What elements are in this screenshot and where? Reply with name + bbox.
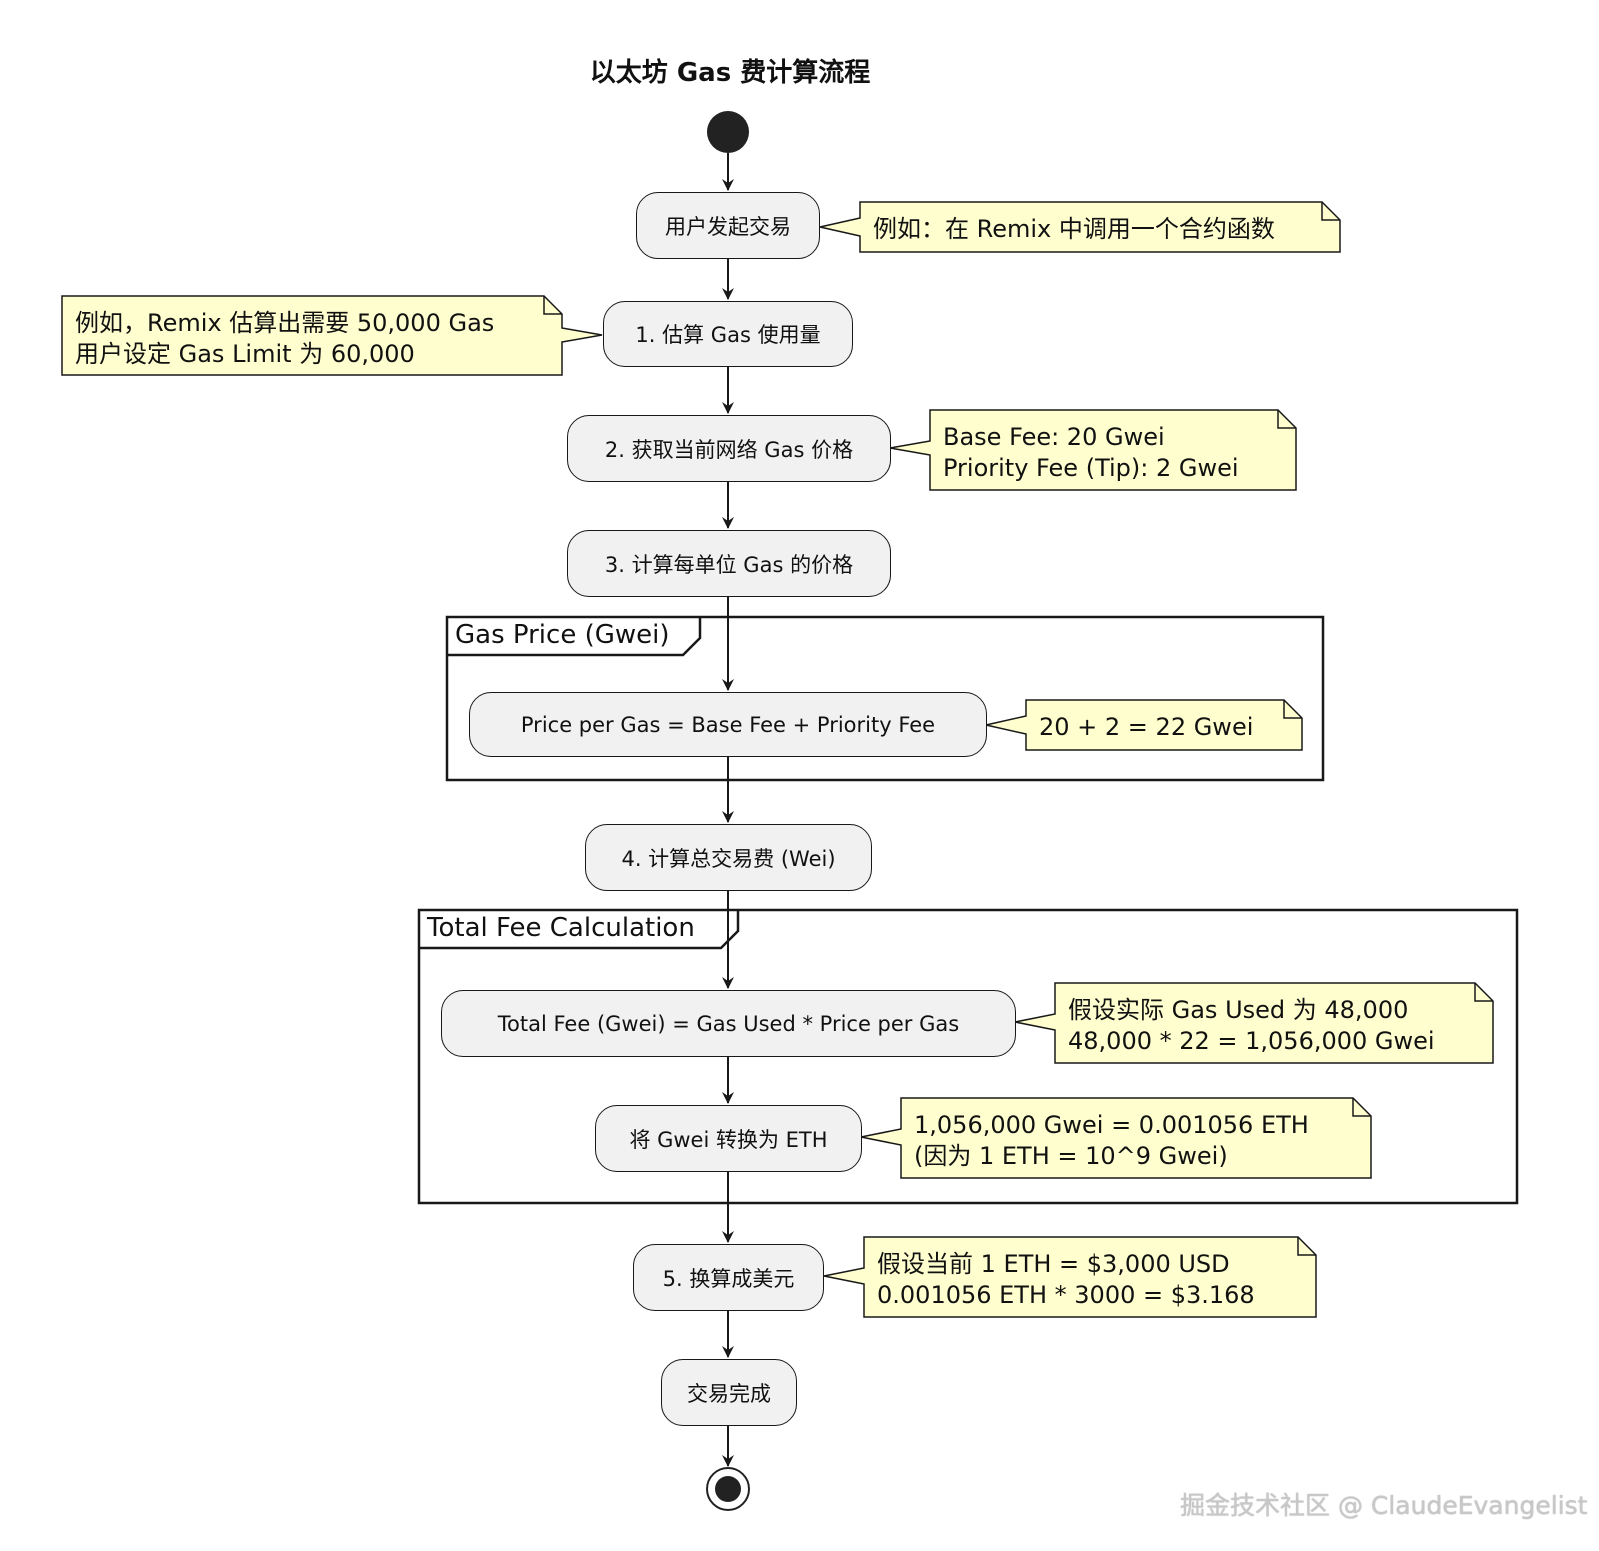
step-get-gas-price: 2. 获取当前网络 Gas 价格 [567, 415, 891, 482]
note-shape-get-price [889, 409, 1297, 491]
frame-label-total-fee: Total Fee Calculation [427, 913, 695, 943]
step-done: 交易完成 [661, 1359, 797, 1426]
note-convert-eth: 1,056,000 Gwei = 0.001056 ETH (因为 1 ETH … [914, 1111, 1309, 1170]
note-to-usd: 假设当前 1 ETH = $3,000 USD 0.001056 ETH * 3… [877, 1250, 1255, 1309]
frame-gas-price [445, 615, 1325, 782]
step-calc-unit-price: 3. 计算每单位 Gas 的价格 [567, 530, 891, 597]
step-calc-total-fee: 4. 计算总交易费 (Wei) [585, 824, 872, 891]
note-shape-start-tx [819, 201, 1341, 253]
note-shape-convert-eth [860, 1097, 1372, 1179]
note-start-tx: 例如：在 Remix 中调用一个合约函数 [873, 215, 1275, 243]
note-get-price: Base Fee: 20 Gwei Priority Fee (Tip): 2 … [943, 423, 1239, 482]
note-shape-estimate [61, 295, 603, 376]
note-estimate: 例如，Remix 估算出需要 50,000 Gas 用户设定 Gas Limit… [75, 309, 495, 368]
note-shape-to-usd [823, 1236, 1317, 1318]
end-node [706, 1467, 750, 1511]
note-price-formula: 20 + 2 = 22 Gwei [1039, 713, 1254, 741]
note-shape-price-formula [985, 699, 1303, 751]
watermark: 掘金技术社区 @ ClaudeEvangelist [1180, 1491, 1588, 1520]
step-estimate-gas: 1. 估算 Gas 使用量 [603, 301, 853, 367]
frame-label-gas-price: Gas Price (Gwei) [455, 620, 670, 650]
step-convert-eth: 将 Gwei 转换为 ETH [595, 1105, 862, 1172]
note-total-formula: 假设实际 Gas Used 为 48,000 48,000 * 22 = 1,0… [1068, 996, 1435, 1055]
frame-total-fee [417, 908, 1519, 1205]
step-total-formula: Total Fee (Gwei) = Gas Used * Price per … [441, 990, 1016, 1057]
note-shape-total-formula [1014, 982, 1494, 1064]
start-node [707, 111, 749, 153]
note-shapes [61, 201, 1494, 1318]
diagram-title: 以太坊 Gas 费计算流程 [589, 58, 871, 88]
step-to-usd: 5. 换算成美元 [633, 1244, 824, 1311]
step-start-transaction: 用户发起交易 [636, 192, 820, 259]
step-price-formula: Price per Gas = Base Fee + Priority Fee [469, 692, 987, 757]
